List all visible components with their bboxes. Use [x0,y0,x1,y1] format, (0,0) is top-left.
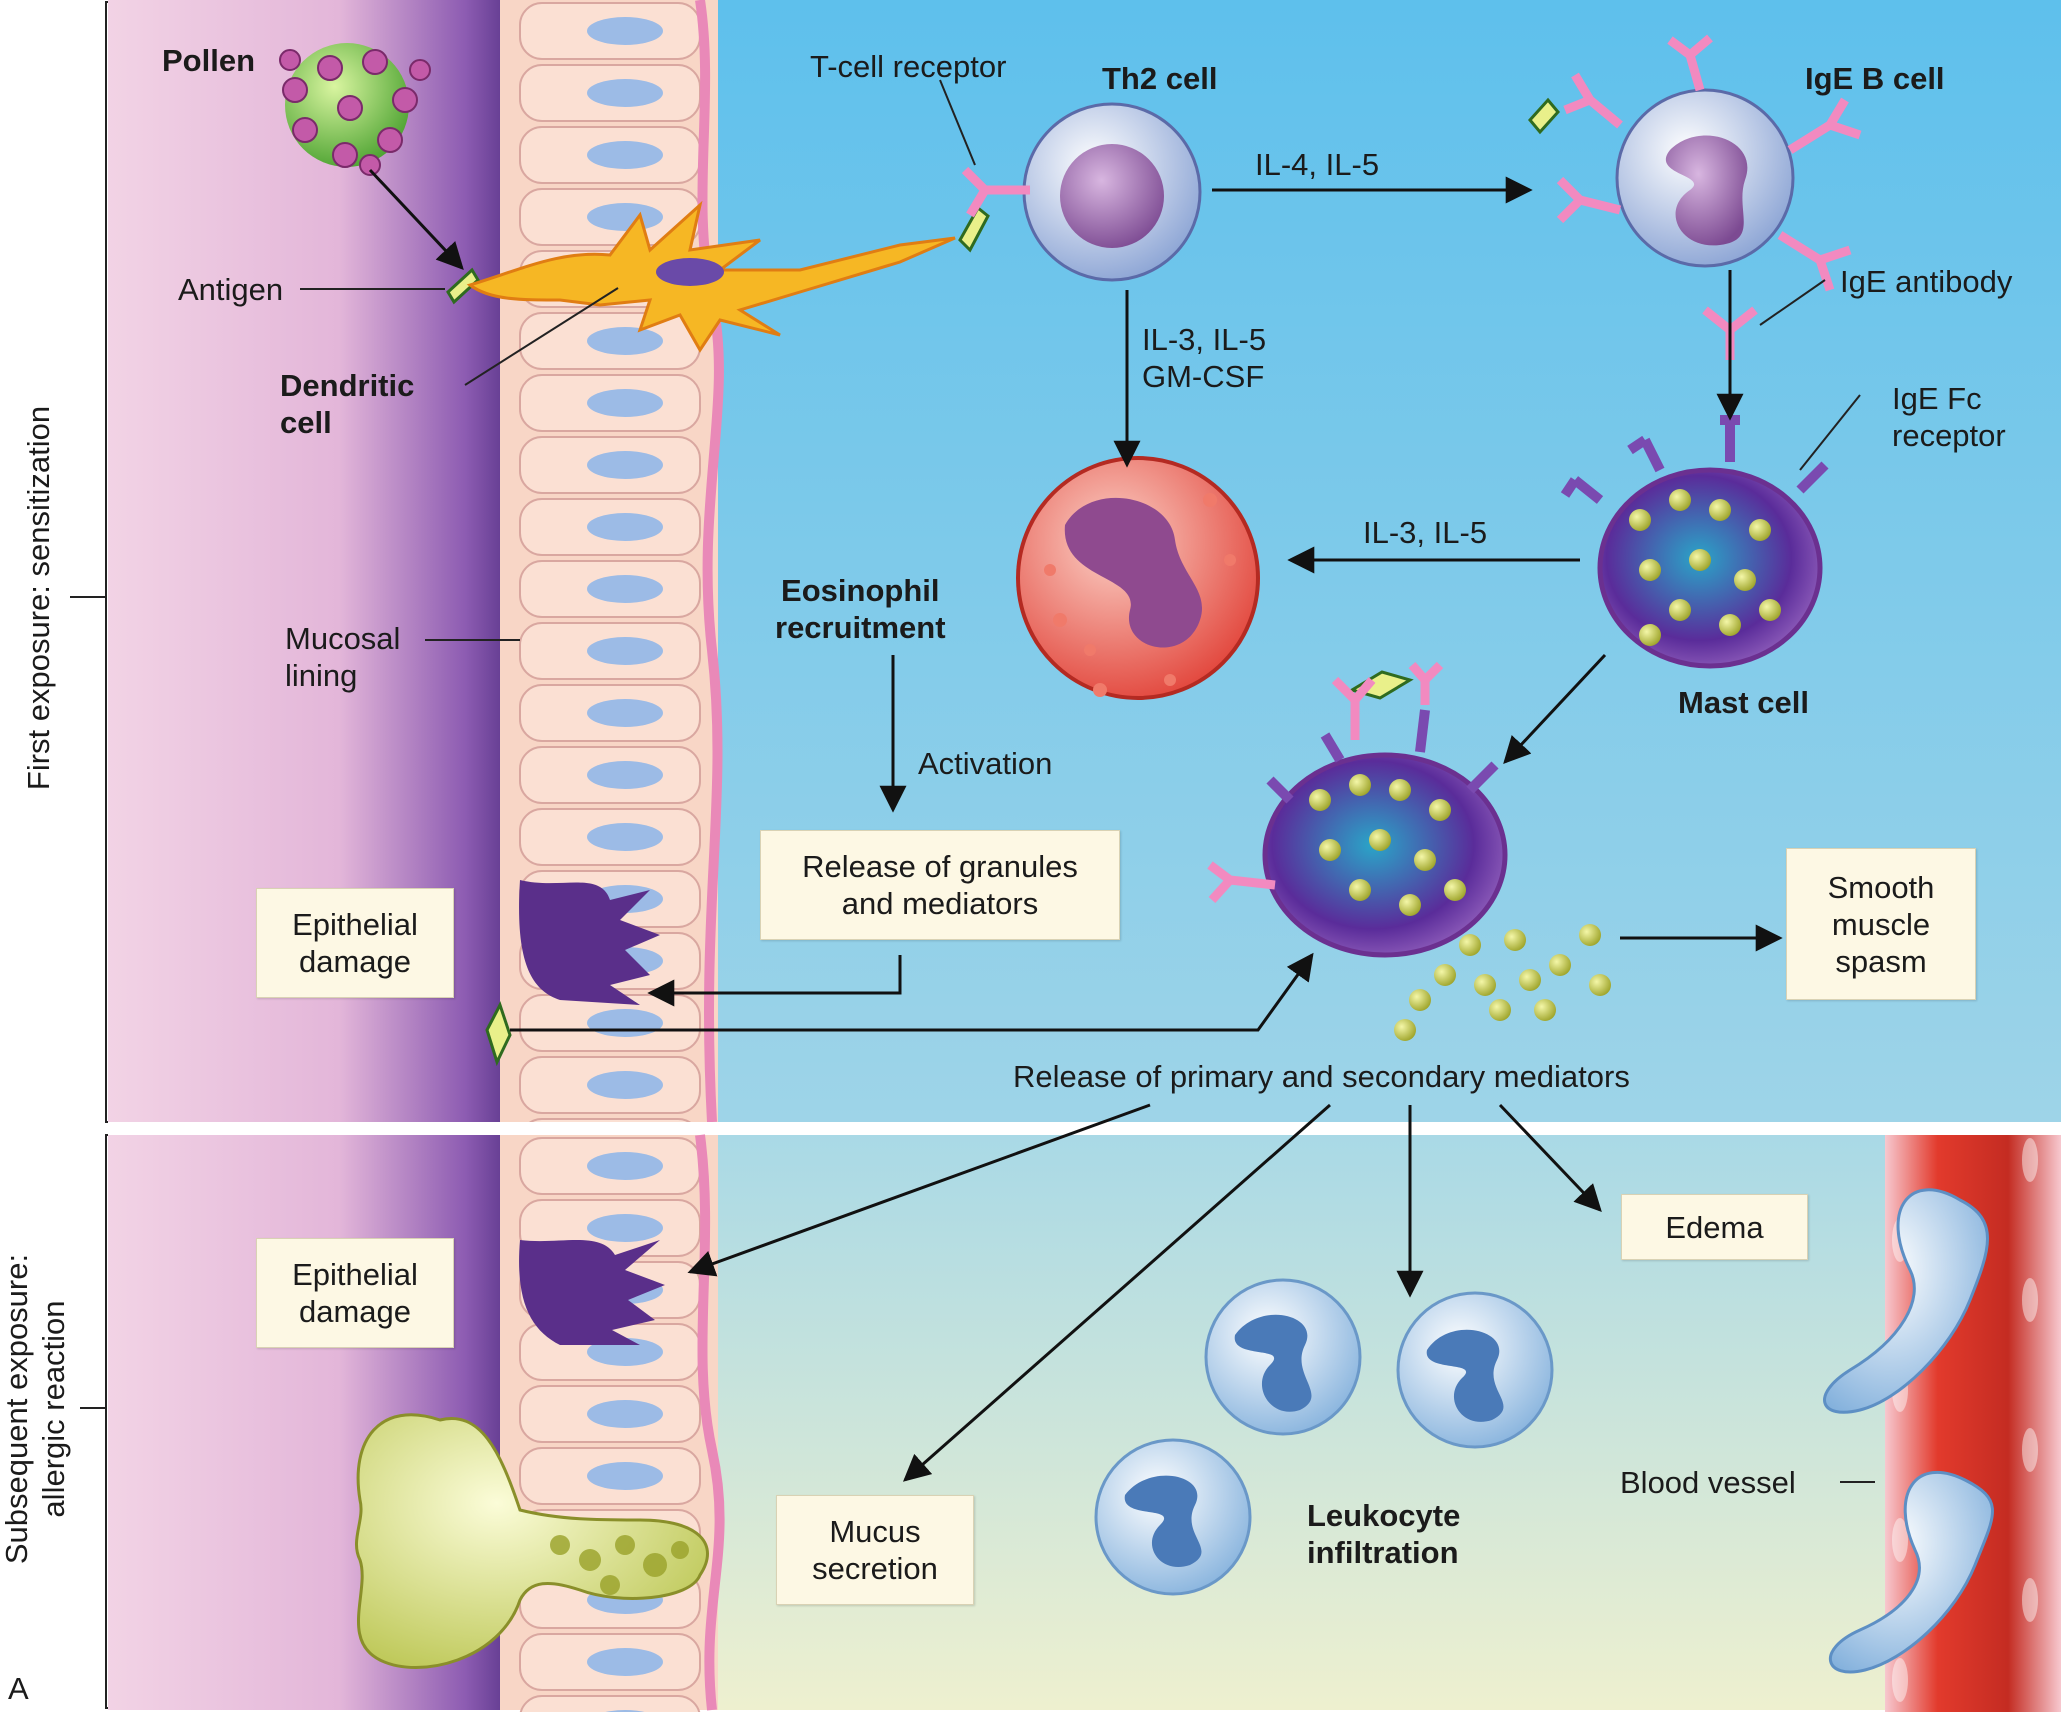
epithelial-nucleus [587,823,663,851]
epithelial-nucleus [587,1462,663,1490]
mast-cell-degranulating [1207,661,1508,958]
epithelial-nucleus [587,1400,663,1428]
ige-b-cell [1556,34,1862,292]
epithelial-nucleus [587,141,663,169]
epithelial-damage-box-top: Epithelial damage [256,888,454,998]
epithelial-nucleus [587,1214,663,1242]
epithelial-damage-notch-top [519,880,660,1005]
leukocyte-infiltration-label: Leukocyte infiltration [1307,1498,1461,1570]
blood-vessel [1823,1135,2061,1712]
ige-antibody-label: IgE antibody [1840,264,2013,299]
pollen-label: Pollen [162,43,256,78]
epithelial-nucleus [587,389,663,417]
mucus-secretion-box: Mucus secretion [776,1495,974,1605]
il3-il5-gmcsf-label: IL-3, IL-5 GM-CSF [1142,322,1267,394]
ige-b-cell-label: IgE B cell [1805,61,1945,96]
epithelial-damage-notch-bottom [519,1240,665,1345]
epithelial-nucleus [587,1009,663,1037]
edema-box: Edema [1621,1194,1808,1260]
smooth-muscle-spasm-box: Smooth muscle spasm [1786,848,1976,1000]
pollen-grain [279,43,431,176]
first-exposure-side-label: First exposure: sensitization [21,405,56,791]
leukocytes [1094,1278,1554,1596]
epithelial-nucleus [587,451,663,479]
epithelial-nucleus [587,761,663,789]
eosinophil-recruitment-label: Eosinophil recruitment [775,573,946,645]
epithelial-nucleus [587,17,663,45]
epithelial-nucleus [587,699,663,727]
t-cell-receptor-shape [961,166,1030,218]
th2-cell [1022,102,1202,282]
mast-cell-label: Mast cell [1678,685,1809,720]
panel-letter: A [8,1671,29,1706]
released-granules [1394,924,1611,1041]
epithelial-cell [519,1695,701,1712]
blood-vessel-label: Blood vessel [1620,1465,1796,1500]
epithelial-cells-bottom [519,1137,701,1712]
epithelial-damage-box-bottom: Epithelial damage [256,1238,454,1348]
activation-label: Activation [918,746,1053,781]
leader-lines [300,79,1875,1483]
epithelial-nucleus [587,1152,663,1180]
release-mediators-label: Release of primary and secondary mediato… [1013,1059,1630,1094]
antigen-label: Antigen [178,272,284,307]
epithelial-nucleus [587,513,663,541]
antigen-markers [446,97,1560,1067]
mast-cell [1560,415,1829,669]
il4-il5-label: IL-4, IL-5 [1255,147,1380,182]
dendritic-cell-label: Dendritic cell [280,368,415,440]
epithelial-nucleus [587,203,663,231]
subsequent-exposure-side-label: Subsequent exposure: allergic reaction [0,1253,71,1565]
epithelial-nucleus [587,637,663,665]
il3-il5-label: IL-3, IL-5 [1363,515,1488,550]
ige-fc-receptor-label: IgE Fc receptor [1892,381,2006,453]
eosinophil [1016,456,1260,700]
release-granules-box: Release of granules and mediators [760,830,1120,940]
epithelial-nucleus [587,1071,663,1099]
epithelial-nucleus [587,575,663,603]
epithelial-nucleus [587,327,663,355]
dendritic-cell [466,200,956,353]
mucosal-lining-label: Mucosal lining [285,621,401,693]
epithelial-nucleus [587,79,663,107]
epithelial-nucleus [587,1648,663,1676]
goblet-cell [355,1413,709,1669]
th2-cell-label: Th2 cell [1102,61,1218,96]
arrows [368,168,1783,1482]
t-cell-receptor-label: T-cell receptor [810,49,1007,84]
